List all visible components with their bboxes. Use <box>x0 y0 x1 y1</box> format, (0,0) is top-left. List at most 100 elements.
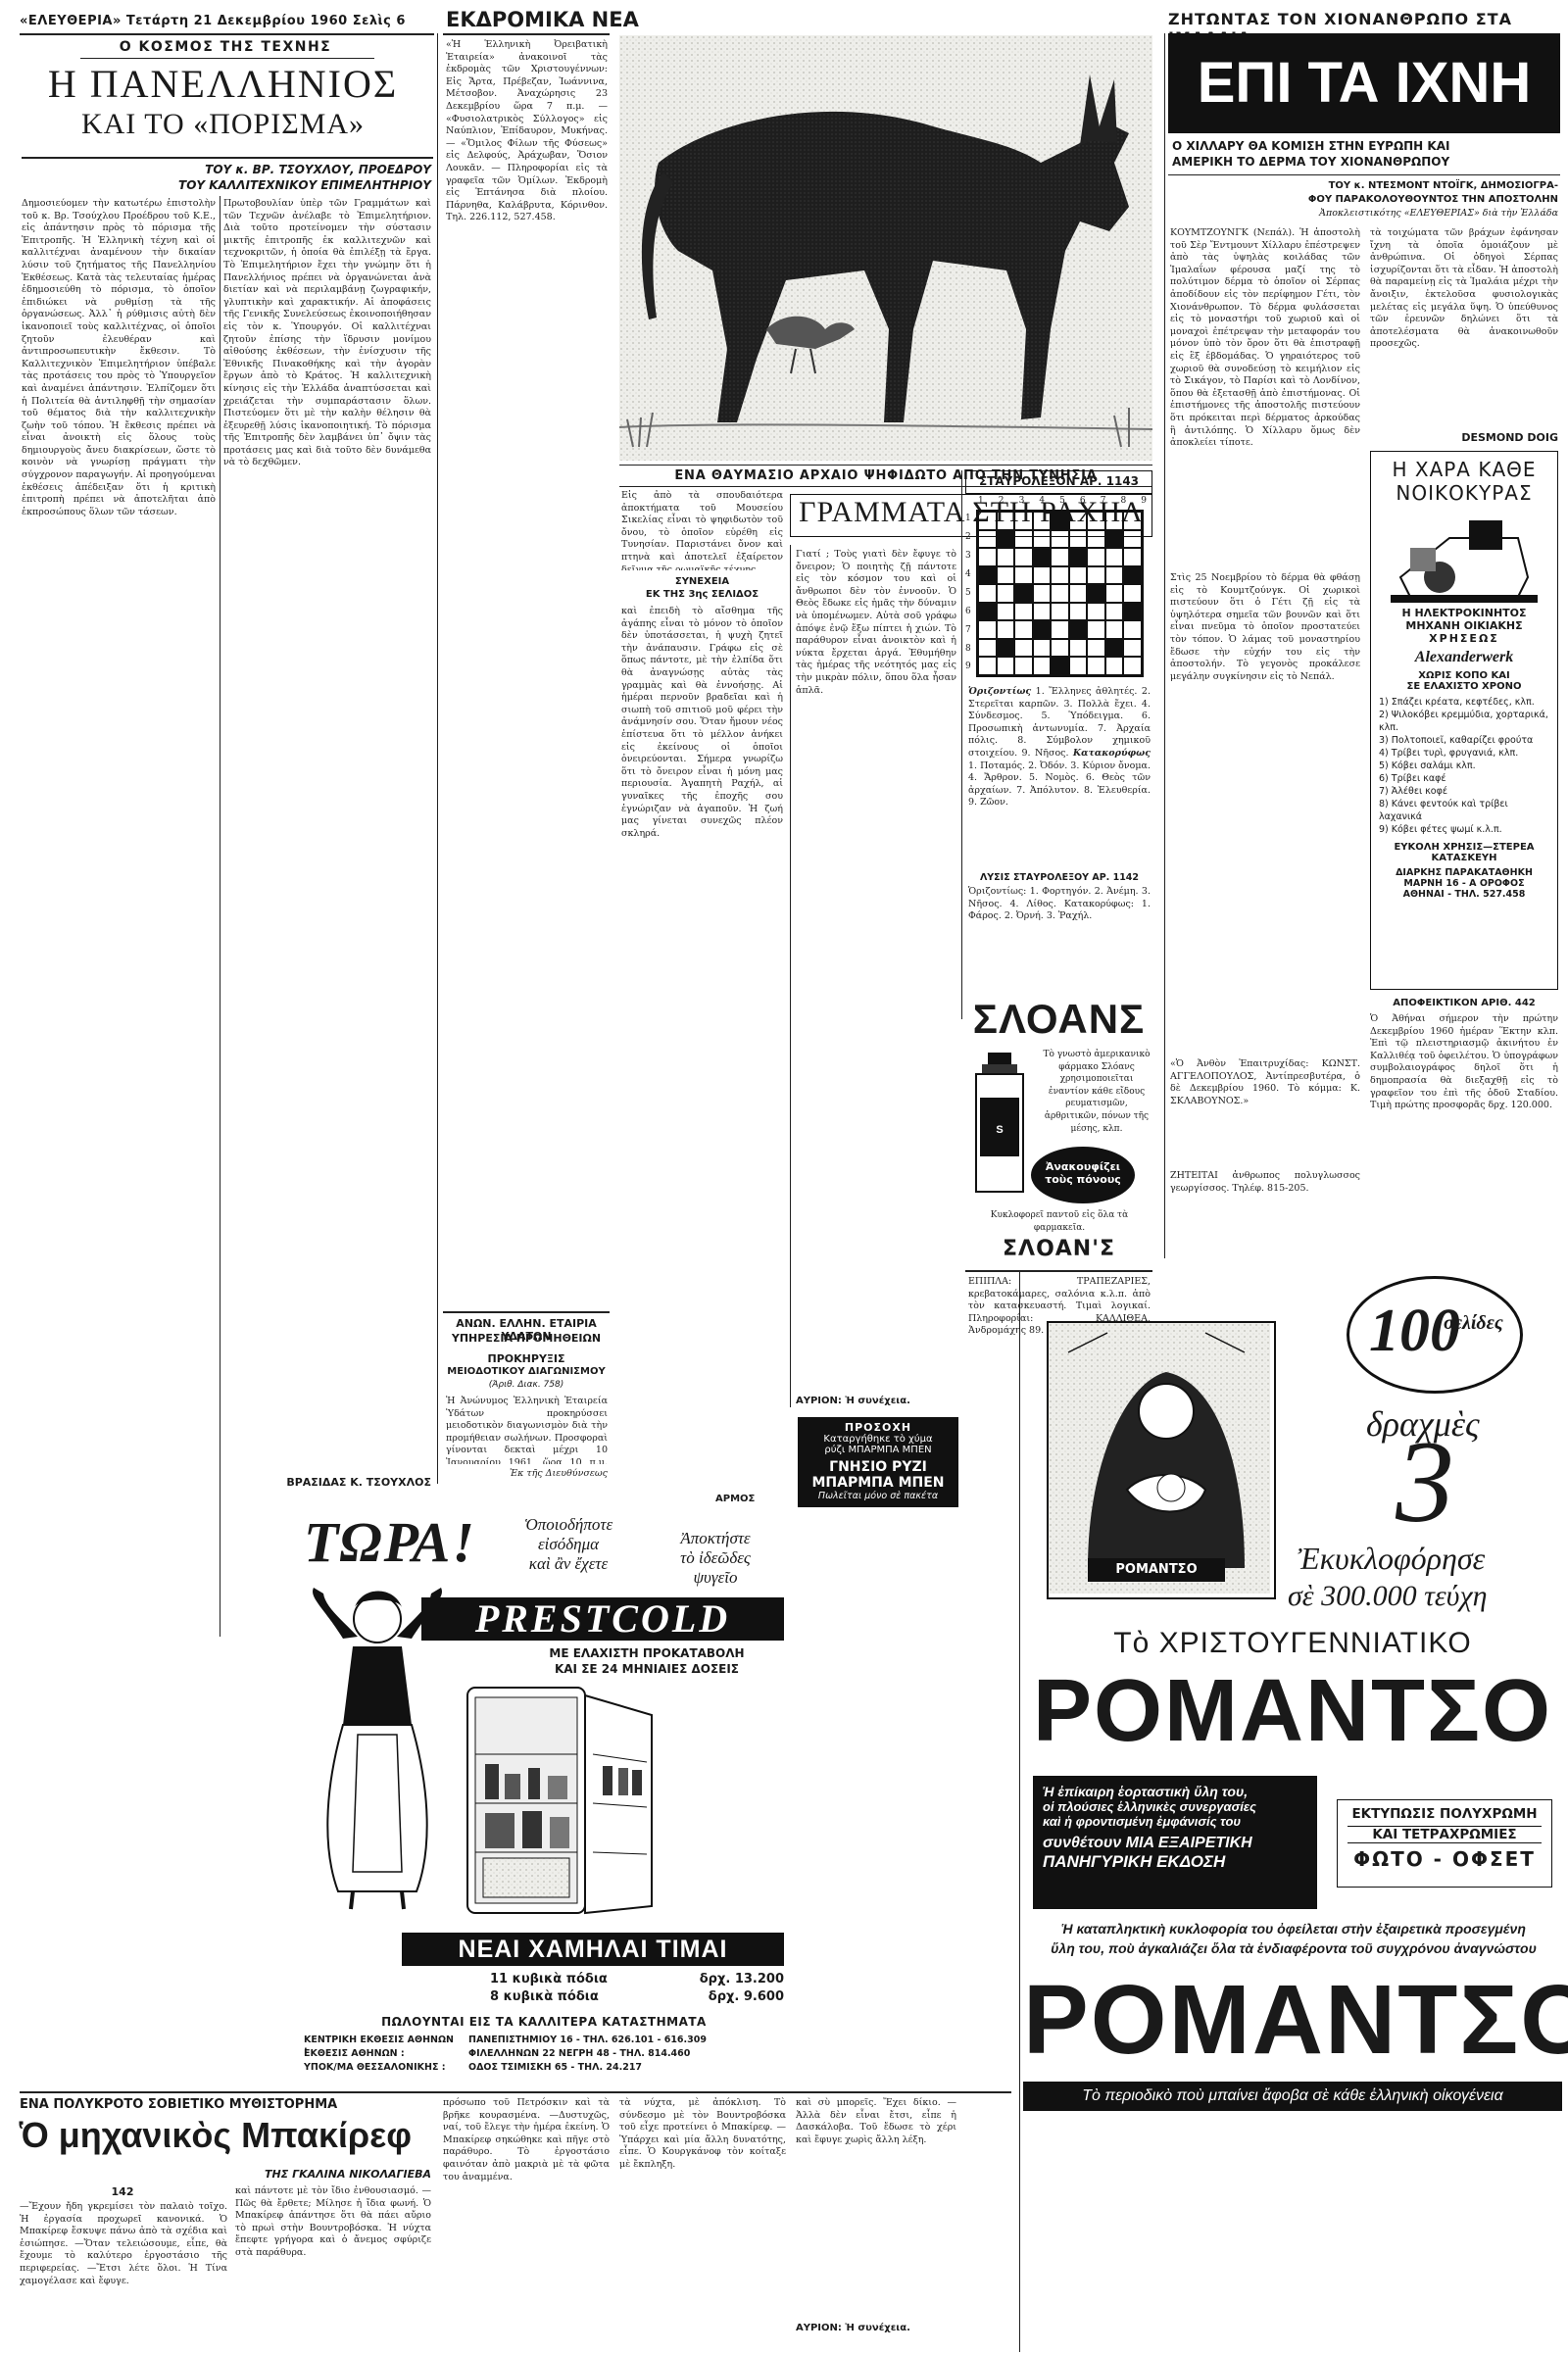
crossword-cell[interactable] <box>1051 602 1069 621</box>
furniture-classified: ΕΠΙΠΛΑ: ΤΡΑΠΕΖΑΡΙΕΣ, κρεβατοκάμαρες, σαλ… <box>968 1276 1151 1335</box>
crossword-clues: Ὁριζοντίως 1. Ἔλληνες ἀθλητές. 2. Στερεῖ… <box>968 686 1151 867</box>
novel-body-3: πρόσωπο τοῦ Πετρόσκιν καὶ τὰ βρῆκε κουρα… <box>443 2097 610 2182</box>
article-signature: ΒΡΑΣΙΔΑΣ Κ. ΤΣΟΥΧΛΟΣ <box>286 1476 431 1489</box>
crossword-cell[interactable] <box>1051 529 1069 549</box>
crossword-cell[interactable] <box>1068 602 1088 621</box>
crossword-cell[interactable] <box>1087 512 1105 530</box>
print-quality-1: ΕΚΤΥΠΩΣΙΣ ΠΟΛΥΧΡΩΜΗ <box>1351 1806 1538 1822</box>
crossword-cell[interactable] <box>1087 620 1105 639</box>
crossword-cell[interactable] <box>978 548 997 566</box>
crossword-cell[interactable] <box>978 638 997 658</box>
notice-title-1: ΑΝΩΝ. ΕΛΛΗΝ. ΕΤΑΙΡΙΑ ΥΔΑΤΩΝ <box>456 1317 597 1343</box>
crossword-cell[interactable] <box>1087 657 1105 675</box>
crossword-cell[interactable] <box>1104 657 1124 675</box>
crossword-cell[interactable] <box>1123 620 1142 639</box>
crossword-cell[interactable] <box>1032 638 1052 658</box>
crossword-cell[interactable] <box>1068 638 1088 658</box>
crossword-cell[interactable] <box>1068 512 1088 530</box>
donkey-mosaic-illustration <box>619 35 1152 461</box>
crossword-cell[interactable] <box>1014 602 1033 621</box>
crossword-cell[interactable] <box>1087 548 1105 566</box>
crossword-cell[interactable] <box>1123 548 1142 566</box>
crossword-cell[interactable] <box>1104 602 1124 621</box>
crossword-cell <box>978 565 997 585</box>
crossword-cell[interactable] <box>1051 638 1069 658</box>
crossword-cell[interactable] <box>1068 657 1088 675</box>
deck-rule <box>1168 174 1560 175</box>
romantso-title-small: Τὸ ΧΡΙΣΤΟΥΓΕΝΝΙΑΤΙΚΟ <box>1113 1627 1472 1659</box>
bottle-icon: S <box>975 1053 1024 1193</box>
rice-ad-line-2: Καταργήθηκε τὸ χύμα <box>823 1434 933 1445</box>
crossword-cell[interactable] <box>978 512 997 530</box>
crossword-cell[interactable] <box>1123 638 1142 658</box>
crossword-cell <box>978 602 997 621</box>
himalaya-author: DESMOND DOIG <box>1461 431 1558 444</box>
rice-ad-line-6: Πωλεῖται μόνο σὲ πακέτα <box>817 1491 939 1501</box>
crossword-cell[interactable] <box>1014 638 1033 658</box>
crossword-cell[interactable] <box>1014 620 1033 639</box>
crossword-cell[interactable] <box>996 548 1015 566</box>
crossword-cell[interactable] <box>1068 565 1088 585</box>
crossword-cell[interactable] <box>1014 565 1033 585</box>
sloans-title: ΣΛΟΑΝΣ <box>972 996 1146 1042</box>
crossword-cell[interactable] <box>996 657 1015 675</box>
crossword-cell[interactable] <box>996 512 1015 530</box>
crossword-cell[interactable] <box>1087 602 1105 621</box>
crossword-cell[interactable] <box>1032 512 1052 530</box>
crossword-cell[interactable] <box>1104 512 1124 530</box>
solution-title: ΛΥΣΙΣ ΣΤΑΥΡΟΛΕΞΟΥ ΑΡ. 1142 <box>979 872 1140 883</box>
crossword-cell[interactable] <box>996 620 1015 639</box>
column-rule-6 <box>1164 33 1165 1258</box>
crossword-grid[interactable] <box>976 510 1144 677</box>
crossword-cell[interactable] <box>996 602 1015 621</box>
crossword-cell[interactable] <box>1087 638 1105 658</box>
crossword-cell[interactable] <box>1104 620 1124 639</box>
pages-badge: 100 σελίδες <box>1347 1276 1523 1394</box>
crossword-cell[interactable] <box>1068 584 1088 603</box>
romantso-blurb-2: οἱ πλούσιες ἑλληνικὲς συνεργασίες <box>1043 1799 1256 1814</box>
crossword-cell[interactable] <box>1014 512 1033 530</box>
crossword-cell[interactable] <box>1032 565 1052 585</box>
crossword-cell[interactable] <box>1123 657 1142 675</box>
column-rule-3 <box>437 33 438 1484</box>
article-body-col1: Δημοσιεύομεν τὴν κατωτέρω ἐπιστολὴν τοῦ … <box>22 198 216 517</box>
crossword-cell[interactable] <box>1123 584 1142 603</box>
crossword-cell <box>1123 602 1142 621</box>
crossword-cell[interactable] <box>1104 584 1124 603</box>
across-title: Ὁριζοντίως <box>968 686 1032 697</box>
addr-1: ΠΑΝΕΠΙΣΤΗΜΙΟΥ 16 - ΤΗΛ. 626.101 - 616.30… <box>468 2035 707 2045</box>
prestcold-ad: ΤΩΡΑ! Ὁποιοδήποτε εἰσόδημα καὶ ἂν ἔχετε … <box>294 1490 794 1989</box>
crossword-row-number: 2 <box>965 532 971 543</box>
crossword-cell[interactable] <box>1087 529 1105 549</box>
crossword-cell[interactable] <box>978 529 997 549</box>
crossword-cell[interactable] <box>1087 565 1105 585</box>
himalaya-deck-1: Ο ΧΙΛΛΑΡΥ ΘΑ ΚΟΜΙΣΗ ΣΤΗΝ ΕΥΡΩΠΗ ΚΑΙ <box>1172 139 1450 153</box>
crossword-cell[interactable] <box>1032 602 1052 621</box>
crossword-cell[interactable] <box>1032 529 1052 549</box>
crossword-cell[interactable] <box>996 565 1015 585</box>
crossword-cell[interactable] <box>1068 529 1088 549</box>
photo-story: Εἰς ἀπὸ τὰ σπουδαιότερα ἀποκτήματα τοῦ Μ… <box>621 490 783 570</box>
crossword-cell[interactable] <box>1032 657 1052 675</box>
crossword-cell[interactable] <box>1014 657 1033 675</box>
prestcold-terms-2: ΚΑΙ ΣΕ 24 ΜΗΝΙΑΙΕΣ ΔΟΣΕΙΣ <box>554 1662 740 1676</box>
crossword-cell[interactable] <box>1104 565 1124 585</box>
crossword-cell[interactable] <box>978 620 997 639</box>
woman-illustration <box>313 1588 442 1910</box>
crossword-cell[interactable] <box>1104 548 1124 566</box>
crossword-cell[interactable] <box>1014 548 1033 566</box>
romantso-tagline-2: ὕλη του, ποὺ ἀγκαλιάζει ὅλα τὰ ἐνδιαφέρο… <box>1051 1940 1537 1956</box>
crossword-cell[interactable] <box>1051 620 1069 639</box>
crossword-cell[interactable] <box>978 657 997 675</box>
crossword-cell[interactable] <box>1032 584 1052 603</box>
crossword-cell[interactable] <box>996 584 1015 603</box>
crossword-cell[interactable] <box>1014 529 1033 549</box>
crossword-cell[interactable] <box>978 584 997 603</box>
notice-title-4: ΜΕΙΟΔΟΤΙΚΟΥ ΔΙΑΓΩΝΙΣΜΟΥ <box>447 1366 606 1377</box>
crossword-cell[interactable] <box>1051 584 1069 603</box>
crossword-cell[interactable] <box>1051 565 1069 585</box>
crossword-cell[interactable] <box>1123 529 1142 549</box>
crossword-cell[interactable] <box>1123 512 1142 530</box>
crossword-cell[interactable] <box>1051 548 1069 566</box>
